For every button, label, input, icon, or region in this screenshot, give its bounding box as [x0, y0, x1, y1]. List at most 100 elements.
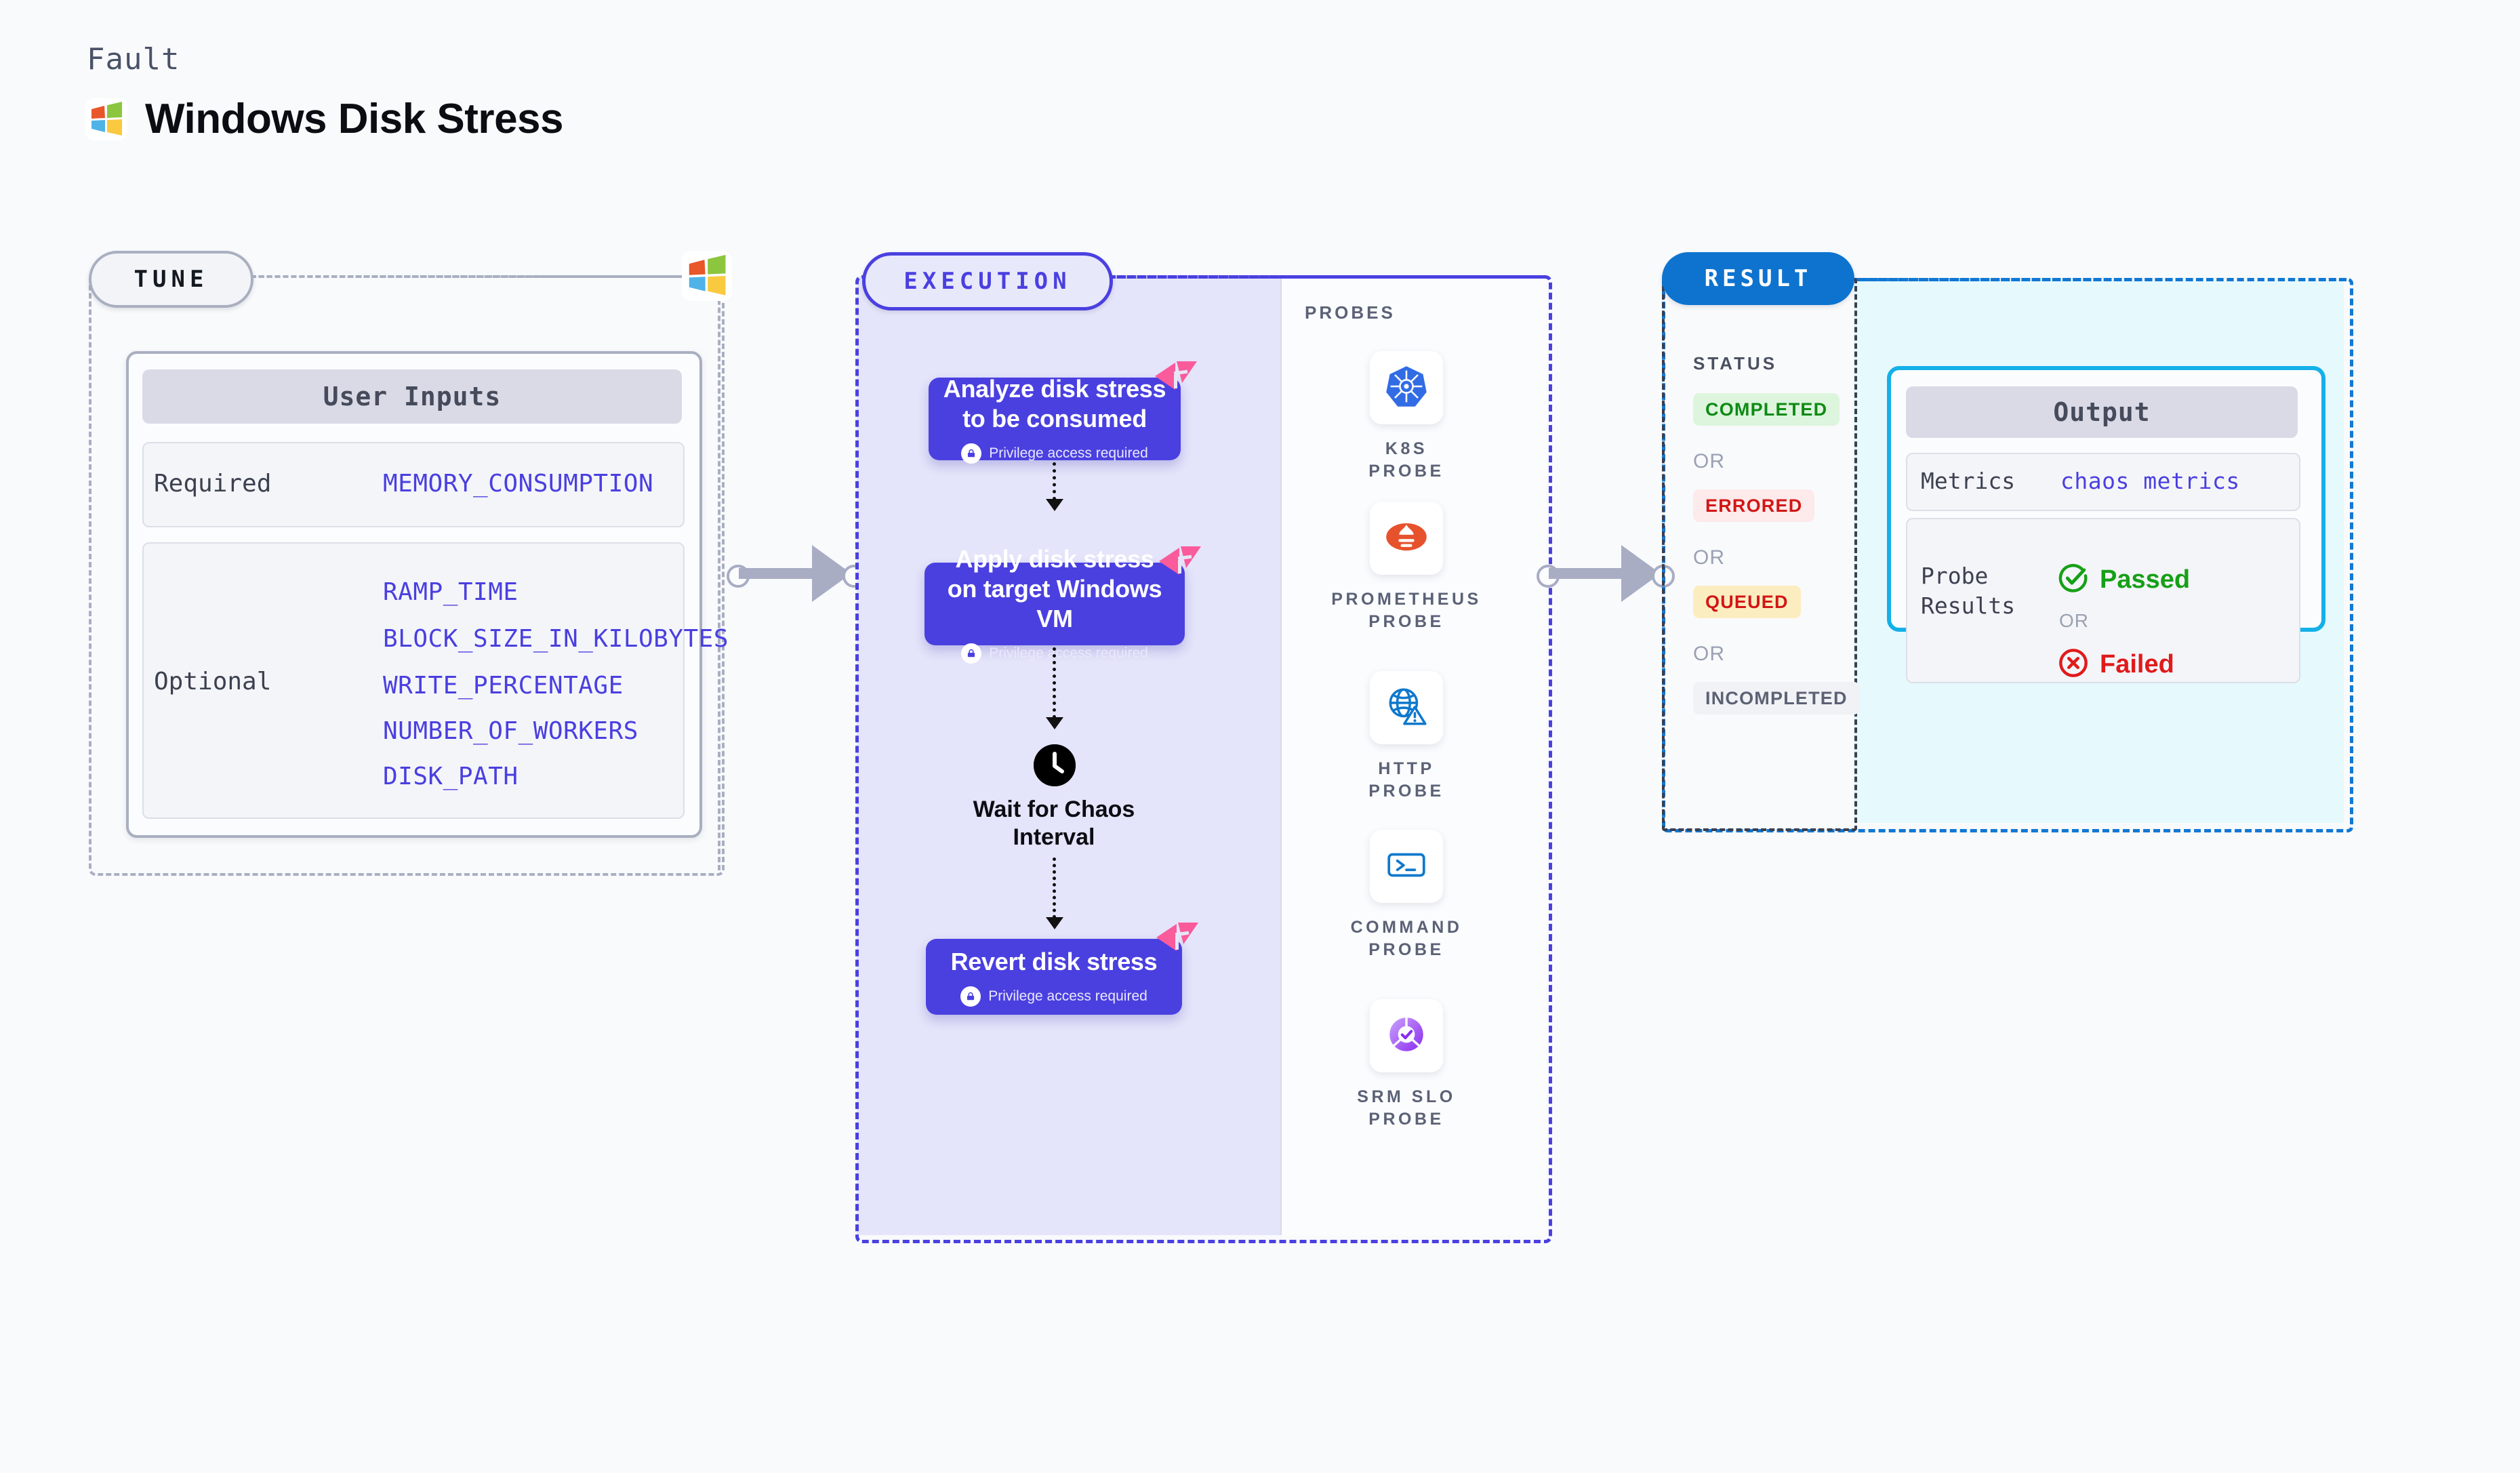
optional-input-disk-path[interactable]: DISK_PATH — [383, 763, 519, 790]
srm-slo-icon — [1384, 1012, 1429, 1060]
status-or-3: OR — [1693, 643, 1725, 665]
probe-item-prometheus[interactable]: PROMETHEUS PROBE — [1331, 502, 1481, 632]
optional-input-write-percentage[interactable]: WRITE_PERCENTAGE — [383, 672, 624, 700]
clock-icon — [1034, 744, 1076, 786]
probe-name-command: COMMAND PROBE — [1351, 916, 1463, 961]
execution-flow-arrow-2 — [1046, 717, 1063, 729]
required-input-memory-consumption[interactable]: MEMORY_CONSUMPTION — [383, 470, 654, 498]
execution-node-apply-title: Apply disk stress on target Windows VM — [947, 545, 1162, 632]
http-globe-icon — [1384, 684, 1429, 732]
execution-flow-arrow-3 — [1046, 917, 1063, 929]
status-badge-queued: QUEUED — [1693, 586, 1801, 618]
required-inputs-box — [142, 442, 685, 527]
tune-logo-connector-vertical — [718, 275, 720, 870]
probe-name-line2: PROBE — [1368, 1109, 1444, 1129]
probe-item-srm-slo[interactable]: SRM SLO PROBE — [1332, 999, 1481, 1130]
probe-name-srm-slo: SRM SLO PROBE — [1357, 1086, 1455, 1130]
page-title: Windows Disk Stress — [145, 96, 564, 142]
probe-tile — [1370, 999, 1443, 1072]
execution-section-pill[interactable]: EXECUTION — [862, 252, 1113, 310]
execution-node-analyze-title: Analyze disk stress to be consumed — [943, 375, 1166, 432]
probe-results-label-line2: Results — [1921, 592, 2016, 619]
probe-name-line1: COMMAND — [1350, 918, 1463, 937]
probe-name-http: HTTP PROBE — [1368, 758, 1444, 802]
probe-tile — [1370, 830, 1443, 903]
output-probe-or: OR — [2059, 610, 2089, 631]
probes-panel-background — [1280, 277, 1546, 1235]
connector-2-line — [1549, 568, 1630, 579]
output-passed-label: Passed — [2100, 565, 2191, 594]
x-circle-icon — [2058, 647, 2089, 682]
execution-flow-arrow-1 — [1046, 499, 1063, 511]
status-badge-incompleted-label: INCOMPLETED — [1705, 687, 1848, 708]
result-pill-label: RESULT — [1704, 265, 1812, 292]
status-or-2: OR — [1693, 546, 1725, 569]
probe-item-command[interactable]: COMMAND PROBE — [1332, 830, 1481, 961]
probe-name-line2: PROBE — [1368, 940, 1444, 959]
execution-node-revert[interactable]: Revert disk stress Privilege access requ… — [926, 923, 1198, 1015]
result-section-pill[interactable]: RESULT — [1662, 252, 1854, 305]
probe-item-http[interactable]: HTTP PROBE — [1332, 671, 1481, 802]
lock-icon — [961, 643, 982, 664]
tune-pill-connector — [251, 275, 691, 278]
execution-node-revert-privilege-text: Privilege access required — [988, 988, 1147, 1004]
required-label: Required — [154, 470, 272, 498]
execution-node-revert-privilege: Privilege access required — [960, 986, 1147, 1007]
execution-flow-line-3 — [1053, 857, 1056, 919]
lock-icon — [960, 986, 981, 1007]
output-failed-label: Failed — [2100, 650, 2174, 679]
probe-name-line1: K8S — [1385, 439, 1428, 458]
execution-node-analyze-privilege-text: Privilege access required — [989, 445, 1148, 461]
wait-label-line2: Interval — [1013, 824, 1095, 850]
probe-tile — [1370, 502, 1443, 575]
status-column-title: STATUS — [1693, 353, 1778, 374]
status-badge-completed-label: COMPLETED — [1705, 399, 1828, 420]
optional-inputs-box — [142, 542, 685, 819]
tune-section-pill[interactable]: TUNE — [89, 251, 253, 308]
output-metrics-value[interactable]: chaos metrics — [2060, 468, 2240, 494]
probe-tile — [1370, 351, 1443, 424]
status-badge-queued-label: QUEUED — [1705, 591, 1789, 612]
output-probe-passed-row: Passed — [2058, 563, 2190, 597]
probe-results-label-line1: Probe — [1921, 563, 1989, 589]
execution-node-apply-privilege: Privilege access required — [961, 643, 1148, 664]
optional-input-number-of-workers[interactable]: NUMBER_OF_WORKERS — [383, 717, 638, 745]
execution-node-apply-privilege-text: Privilege access required — [989, 645, 1148, 661]
output-metrics-row — [1906, 453, 2300, 511]
optional-input-ramp-time[interactable]: RAMP_TIME — [383, 578, 519, 606]
page-title-row: Windows Disk Stress — [85, 95, 564, 143]
probe-tile — [1370, 671, 1443, 744]
execution-flow-line-2 — [1053, 647, 1056, 719]
probe-name-prometheus: PROMETHEUS PROBE — [1331, 588, 1481, 632]
execution-pill-label: EXECUTION — [903, 268, 1072, 295]
execution-node-analyze[interactable]: Analyze disk stress to be consumed Privi… — [929, 361, 1197, 464]
tune-pill-label: TUNE — [134, 266, 209, 293]
output-probe-results-row — [1906, 518, 2300, 683]
probe-name-k8s: K8S PROBE — [1368, 438, 1444, 482]
probe-name-line2: PROBE — [1368, 781, 1444, 801]
probe-name-line1: HTTP — [1378, 759, 1435, 778]
execution-node-apply[interactable]: Apply disk stress on target Windows VM P… — [924, 545, 1201, 664]
status-badge-completed: COMPLETED — [1693, 393, 1840, 426]
output-probe-results-label: Probe Results — [1921, 561, 2015, 620]
connector-1-line — [739, 568, 820, 579]
check-circle-icon — [2058, 563, 2089, 597]
output-card-title: Output — [1906, 386, 2298, 438]
probes-column-title: PROBES — [1305, 302, 1396, 323]
terminal-icon — [1384, 843, 1429, 891]
probe-item-k8s[interactable]: K8S PROBE — [1332, 351, 1481, 482]
output-title-text: Output — [2053, 397, 2151, 427]
output-metrics-label: Metrics — [1921, 468, 2016, 494]
execution-flow-line-1 — [1053, 462, 1056, 500]
optional-label: Optional — [154, 668, 272, 695]
probe-name-line2: PROBE — [1368, 461, 1444, 481]
execution-node-revert-title: Revert disk stress — [950, 948, 1158, 976]
result-pill-connector — [1857, 278, 2346, 281]
wait-for-chaos-label: Wait for Chaos Interval — [949, 796, 1159, 851]
fault-kicker-label: Fault — [87, 42, 180, 77]
optional-input-block-size[interactable]: BLOCK_SIZE_IN_KILOBYTES — [383, 625, 729, 653]
output-probe-failed-row: Failed — [2058, 647, 2174, 682]
windows-logo-icon — [85, 98, 127, 140]
user-inputs-title-text: User Inputs — [323, 382, 502, 411]
kubernetes-icon — [1383, 363, 1429, 413]
